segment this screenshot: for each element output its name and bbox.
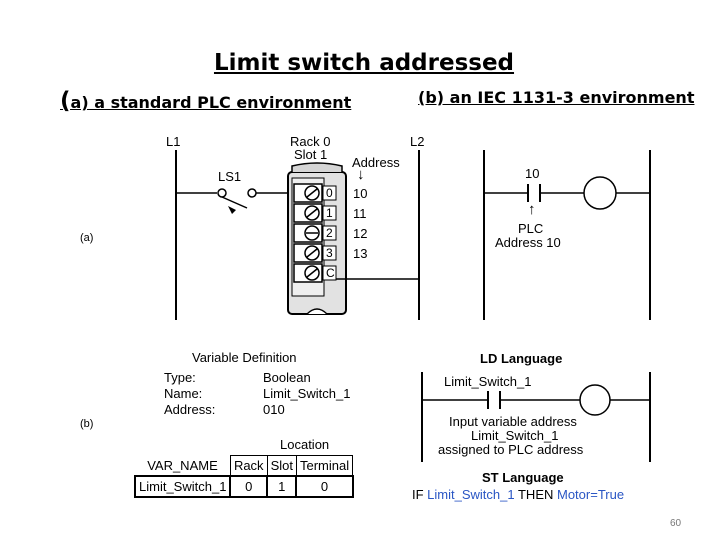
st-code-then: THEN [514, 487, 557, 502]
plc-label: PLC [518, 221, 544, 236]
table-cell-var-name: Limit_Switch_1 [133, 475, 232, 498]
address-arrow: ↓ [357, 166, 365, 183]
address-header: Address [352, 155, 400, 170]
address-10: 10 [353, 186, 368, 201]
subtitle-a-paren: ( [60, 88, 71, 114]
terminal-3 [293, 243, 337, 263]
switch-label: LS1 [218, 169, 242, 184]
table-header-rack: Rack [229, 455, 268, 477]
var-def-title: Variable Definition [192, 350, 297, 365]
table-cell-terminal: 0 [295, 475, 354, 498]
plc-pointer: ↑ [528, 201, 536, 218]
terminal-number-2: 2 [326, 226, 333, 240]
terminal-1 [293, 203, 337, 223]
terminal-number-1: 1 [326, 206, 333, 220]
slide-title: Limit switch addressed [213, 50, 515, 76]
name-label: Name: [164, 386, 203, 401]
ld-note-line3: assigned to PLC address [438, 442, 584, 457]
table-row: Limit_Switch_1 0 1 0 [133, 475, 354, 498]
variable-table: VAR_NAME Rack Slot Terminal Limit_Switch… [133, 455, 354, 498]
terminal-number-0: 0 [326, 186, 333, 200]
type-value: Boolean [263, 370, 311, 385]
rack-label: Rack 0 [290, 134, 331, 149]
name-value: Limit_Switch_1 [263, 386, 351, 401]
slot-label: Slot 1 [294, 147, 328, 162]
table-cell-slot: 1 [266, 475, 298, 498]
terminal-0 [293, 183, 337, 203]
location-header: Location [280, 437, 330, 452]
page-number: 60 [670, 518, 682, 529]
address-label: Address: [164, 402, 216, 417]
table-cell-rack: 0 [229, 475, 269, 498]
switch-terminal-left [217, 188, 227, 198]
table-header-slot: Slot [266, 455, 297, 477]
plc-address-label: Address 10 [495, 235, 561, 250]
ladder-a-contact-address: 10 [525, 166, 540, 181]
st-code: IF Limit_Switch_1 THEN Motor=True [412, 487, 624, 502]
subtitle-a: (a) a standard PLC environment [60, 88, 351, 114]
label-a: (a) [80, 232, 94, 244]
ld-note-line1: Input variable address [449, 414, 577, 429]
terminal-c [293, 263, 337, 283]
rack-bottom-notch [306, 308, 328, 315]
ladder-a-coil [583, 176, 617, 210]
terminal-number-c: C [326, 266, 335, 280]
st-code-if: IF [412, 487, 428, 502]
st-code-var: Limit_Switch_1 [427, 487, 515, 502]
label-b: (b) [80, 418, 94, 430]
st-title: ST Language [482, 470, 564, 485]
switch-lever [221, 196, 248, 209]
table-header-row: VAR_NAME Rack Slot Terminal [135, 455, 354, 477]
address-13: 13 [353, 246, 368, 261]
ld-contact-label: Limit_Switch_1 [444, 374, 532, 389]
rail-l2-label: L2 [410, 134, 425, 149]
address-value: 010 [263, 402, 285, 417]
table-header-terminal: Terminal [295, 455, 354, 477]
st-code-assign: Motor=True [557, 487, 625, 502]
table-header-var-name: VAR_NAME [135, 455, 231, 477]
ld-title: LD Language [480, 351, 563, 366]
rail-l1-label: L1 [166, 134, 181, 149]
terminal-2 [293, 223, 337, 243]
terminal-number-3: 3 [326, 246, 333, 260]
subtitle-b: (b) an IEC 1131-3 environment [418, 88, 695, 107]
rack-top-tab [291, 162, 343, 172]
ld-note-line2: Limit_Switch_1 [471, 428, 559, 443]
type-label: Type: [164, 370, 196, 385]
address-11: 11 [353, 206, 367, 221]
subtitle-a-text: a) a standard PLC environment [70, 93, 352, 112]
address-12: 12 [353, 226, 368, 241]
switch-terminal-right [247, 188, 257, 198]
switch-actuator [228, 206, 236, 214]
ladder-b-coil [579, 384, 611, 416]
